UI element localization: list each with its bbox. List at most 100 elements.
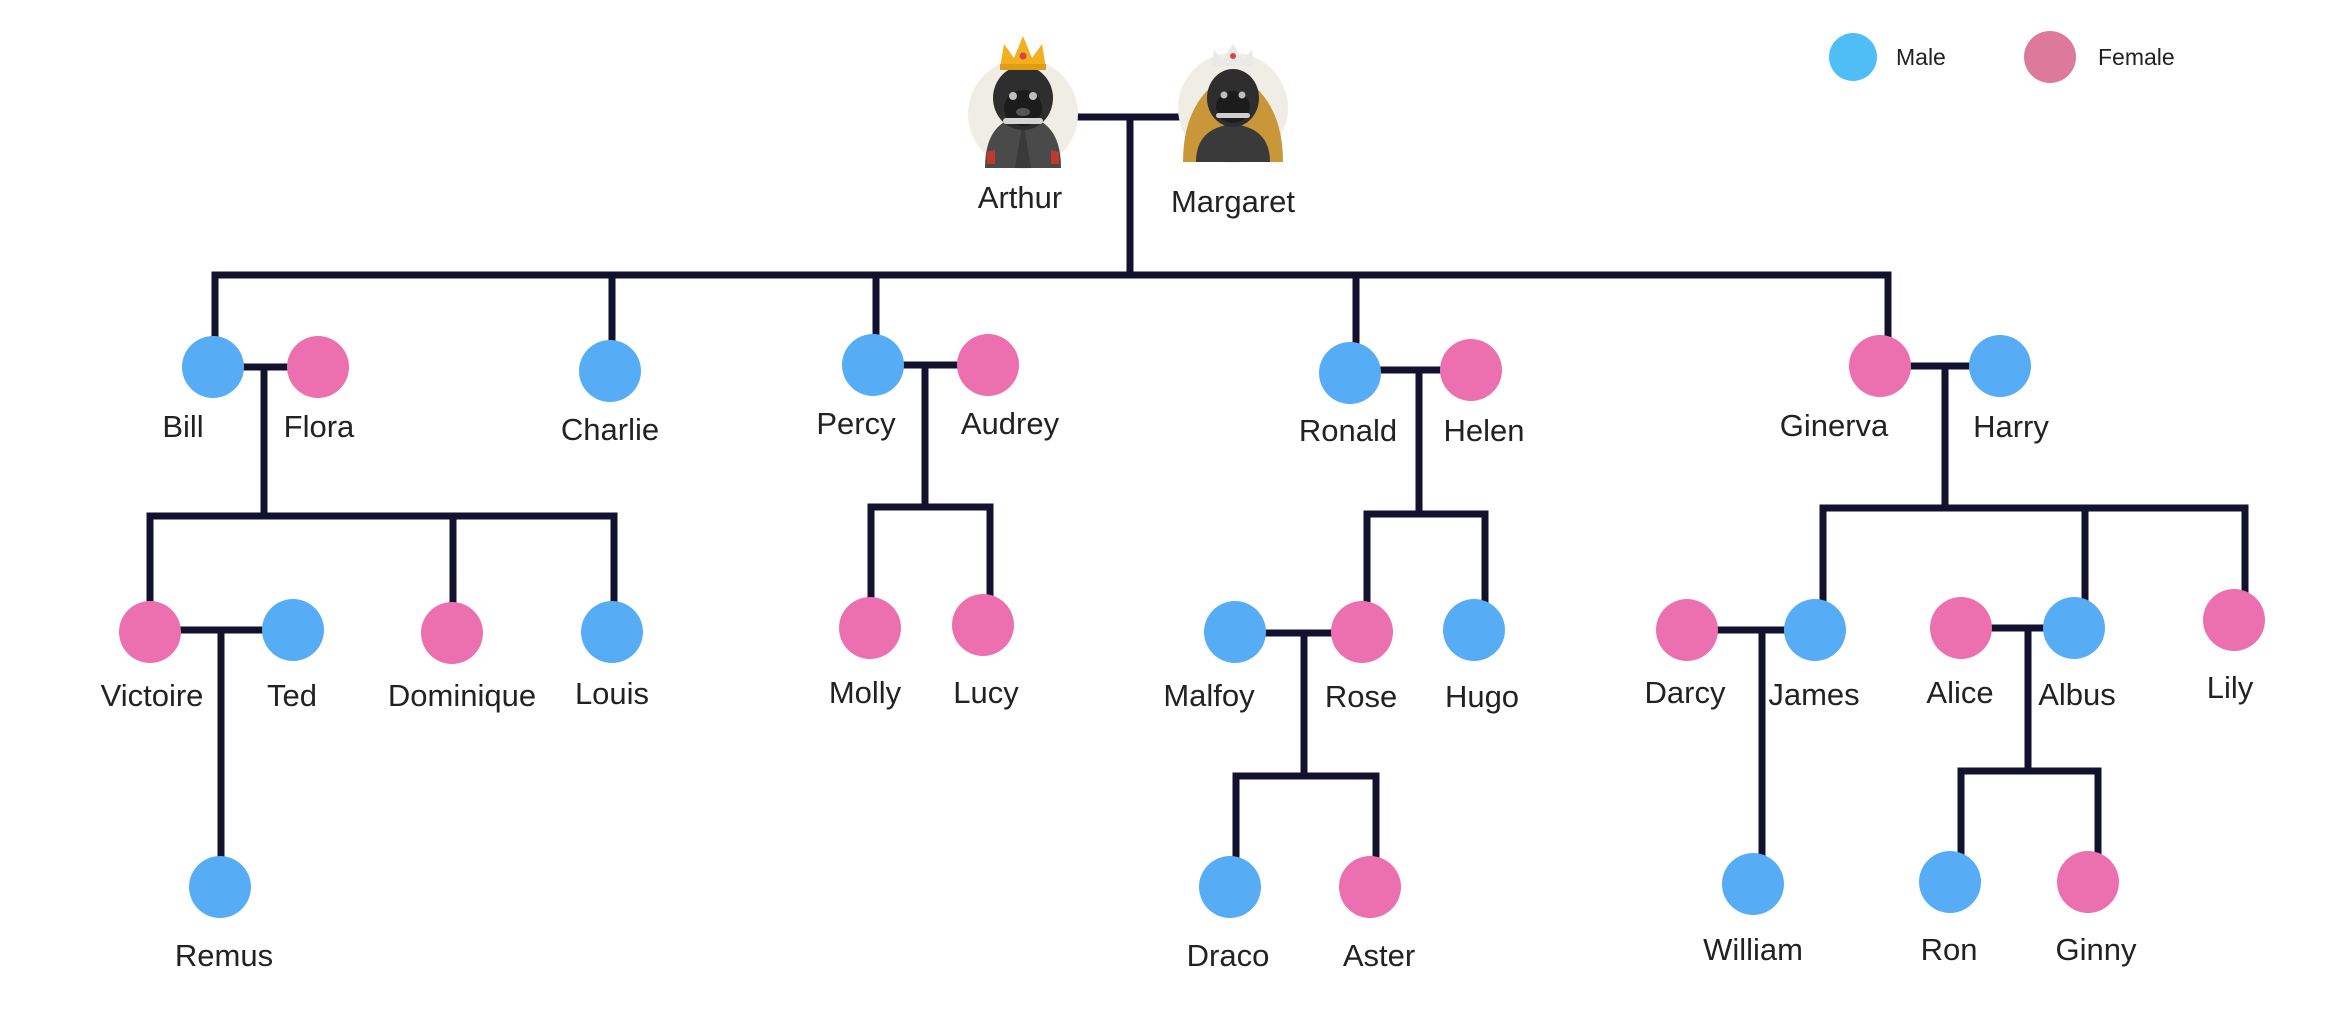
person-label-remus: Remus	[175, 938, 273, 973]
male-node-circle	[1319, 342, 1381, 404]
person-node-ginny: Ginny	[2056, 851, 2137, 967]
male-node-circle	[1199, 856, 1261, 918]
person-node-flora: Flora	[284, 336, 355, 444]
male-node-circle	[1919, 851, 1981, 913]
male-node-circle	[189, 856, 251, 918]
female-node-circle	[1339, 856, 1401, 918]
person-label-darcy: Darcy	[1645, 675, 1726, 710]
male-node-circle	[1443, 599, 1505, 661]
gorilla-king-icon	[985, 36, 1061, 168]
person-node-victoire: Victoire	[101, 601, 204, 713]
female-node-circle	[119, 601, 181, 663]
person-node-james: James	[1768, 599, 1860, 712]
male-node-circle	[579, 340, 641, 402]
person-label-louis: Louis	[575, 676, 649, 711]
person-node-lucy: Lucy	[952, 594, 1019, 710]
person-node-alice: Alice	[1926, 597, 1994, 710]
person-node-ginerva: Ginerva	[1780, 335, 1911, 443]
person-node-william: William	[1703, 853, 1803, 967]
person-label-flora: Flora	[284, 409, 355, 444]
female-node-circle	[1440, 339, 1502, 401]
female-node-circle	[1656, 599, 1718, 661]
person-label-albus: Albus	[2038, 677, 2116, 712]
person-node-hugo: Hugo	[1443, 599, 1519, 714]
female-node-circle	[839, 597, 901, 659]
male-node-circle	[1969, 335, 2031, 397]
person-label-audrey: Audrey	[961, 406, 1060, 441]
male-node-circle	[182, 336, 244, 398]
person-label-malfoy: Malfoy	[1163, 678, 1255, 713]
male-node-circle	[842, 334, 904, 396]
male-node-circle	[1722, 853, 1784, 915]
person-node-darcy: Darcy	[1645, 599, 1726, 710]
person-label-ron: Ron	[1921, 932, 1978, 967]
person-label-charlie: Charlie	[561, 412, 659, 447]
female-node-circle	[287, 336, 349, 398]
person-label-bill: Bill	[162, 409, 203, 444]
person-label-william: William	[1703, 932, 1803, 967]
female-node-circle	[957, 334, 1019, 396]
male-node-circle	[262, 599, 324, 661]
person-label-helen: Helen	[1444, 413, 1525, 448]
person-label-victoire: Victoire	[101, 678, 204, 713]
person-label-percy: Percy	[816, 406, 896, 441]
person-node-bill: Bill	[162, 336, 244, 444]
female-node-circle	[952, 594, 1014, 656]
person-node-aster: Aster	[1339, 856, 1415, 973]
person-node-remus: Remus	[175, 856, 273, 973]
person-node-albus: Albus	[2038, 597, 2116, 712]
person-label-margaret: Margaret	[1171, 184, 1295, 219]
person-label-lucy: Lucy	[953, 675, 1019, 710]
person-label-alice: Alice	[1926, 675, 1993, 710]
person-label-arthur: Arthur	[978, 180, 1062, 215]
person-node-charlie: Charlie	[561, 340, 659, 447]
person-label-aster: Aster	[1343, 938, 1415, 973]
person-label-draco: Draco	[1187, 938, 1270, 973]
person-label-ginerva: Ginerva	[1780, 408, 1889, 443]
person-node-lily: Lily	[2203, 589, 2265, 705]
person-label-ted: Ted	[267, 678, 317, 713]
person-label-lily: Lily	[2207, 670, 2254, 705]
person-node-ron: Ron	[1919, 851, 1981, 967]
person-node-ted: Ted	[262, 599, 324, 713]
person-label-dominique: Dominique	[388, 678, 536, 713]
person-node-audrey: Audrey	[957, 334, 1060, 441]
person-node-louis: Louis	[575, 601, 649, 711]
male-node-circle	[581, 601, 643, 663]
female-node-circle	[421, 602, 483, 664]
connector-lines	[146, 113, 2249, 870]
male-node-circle	[1204, 601, 1266, 663]
person-node-helen: Helen	[1440, 339, 1525, 448]
person-node-ronald: Ronald	[1299, 342, 1397, 448]
avatar-arthur	[968, 36, 1078, 169]
male-node-circle	[2043, 597, 2105, 659]
person-label-harry: Harry	[1973, 409, 2049, 444]
female-node-circle	[1930, 597, 1992, 659]
person-node-percy: Percy	[816, 334, 904, 441]
person-label-ronald: Ronald	[1299, 413, 1397, 448]
legend-male-swatch	[1829, 33, 1877, 81]
person-node-molly: Molly	[829, 597, 902, 710]
male-node-circle	[1784, 599, 1846, 661]
person-node-draco: Draco	[1187, 856, 1270, 973]
legend-male-label: Male	[1896, 44, 1946, 70]
person-node-rose: Rose	[1325, 601, 1397, 714]
legend-female-label: Female	[2098, 44, 2175, 70]
avatar-margaret	[1178, 44, 1288, 163]
legend: Male Female	[1829, 31, 2175, 83]
person-label-rose: Rose	[1325, 679, 1397, 714]
female-node-circle	[2203, 589, 2265, 651]
person-node-harry: Harry	[1969, 335, 2049, 444]
female-node-circle	[1331, 601, 1393, 663]
person-node-dominique: Dominique	[388, 602, 536, 713]
person-label-james: James	[1768, 677, 1859, 712]
gorilla-queen-icon	[1183, 44, 1283, 162]
person-label-hugo: Hugo	[1445, 679, 1519, 714]
person-node-malfoy: Malfoy	[1163, 601, 1266, 713]
female-node-circle	[1849, 335, 1911, 397]
person-label-molly: Molly	[829, 675, 902, 710]
female-node-circle	[2057, 851, 2119, 913]
legend-female-swatch	[2024, 31, 2076, 83]
